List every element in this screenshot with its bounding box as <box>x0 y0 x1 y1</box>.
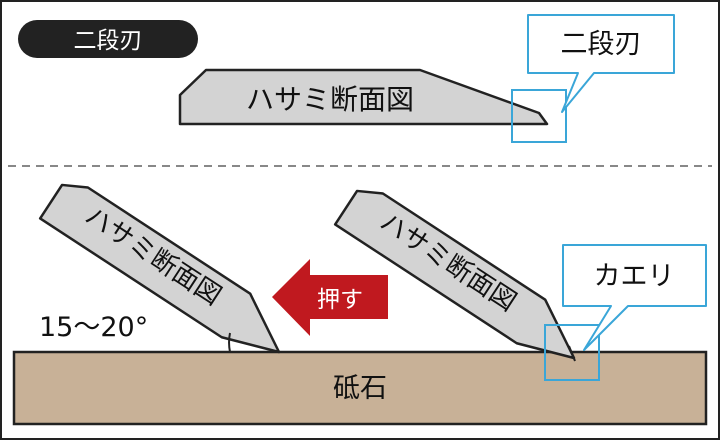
push-arrow-shape <box>272 259 388 336</box>
callout-bottom-bubble <box>562 244 707 351</box>
push-arrow: 押す <box>272 259 388 336</box>
top-blade-shape <box>178 68 549 126</box>
top-scissors-label: ハサミ断面図 <box>246 83 414 116</box>
callout-top-bubble <box>527 14 675 113</box>
angle-arc <box>228 332 231 353</box>
badge-pill <box>18 20 198 58</box>
push-arrow-label: 押す <box>317 287 363 313</box>
top-scissors-section: ハサミ断面図 <box>178 68 549 126</box>
callout-top-highlight <box>511 89 567 143</box>
callout-bottom-label: カエリ <box>594 261 675 292</box>
left-blade-shape <box>38 183 281 354</box>
burr-tip <box>568 345 576 362</box>
whetstone-label: 砥石 <box>333 373 387 404</box>
right-blade-shape <box>333 189 576 360</box>
angle-label: 15〜20° <box>39 312 148 343</box>
whetstone-block <box>12 350 708 426</box>
badge-label: 二段刃 <box>74 28 143 54</box>
callout-top-label: 二段刃 <box>561 29 642 60</box>
badge: 二段刃 <box>18 20 198 58</box>
callout-bottom: カエリ <box>544 244 707 381</box>
whetstone: 砥石 <box>12 350 708 426</box>
callout-bottom-highlight <box>544 324 600 381</box>
callout-top: 二段刃 <box>511 14 675 143</box>
